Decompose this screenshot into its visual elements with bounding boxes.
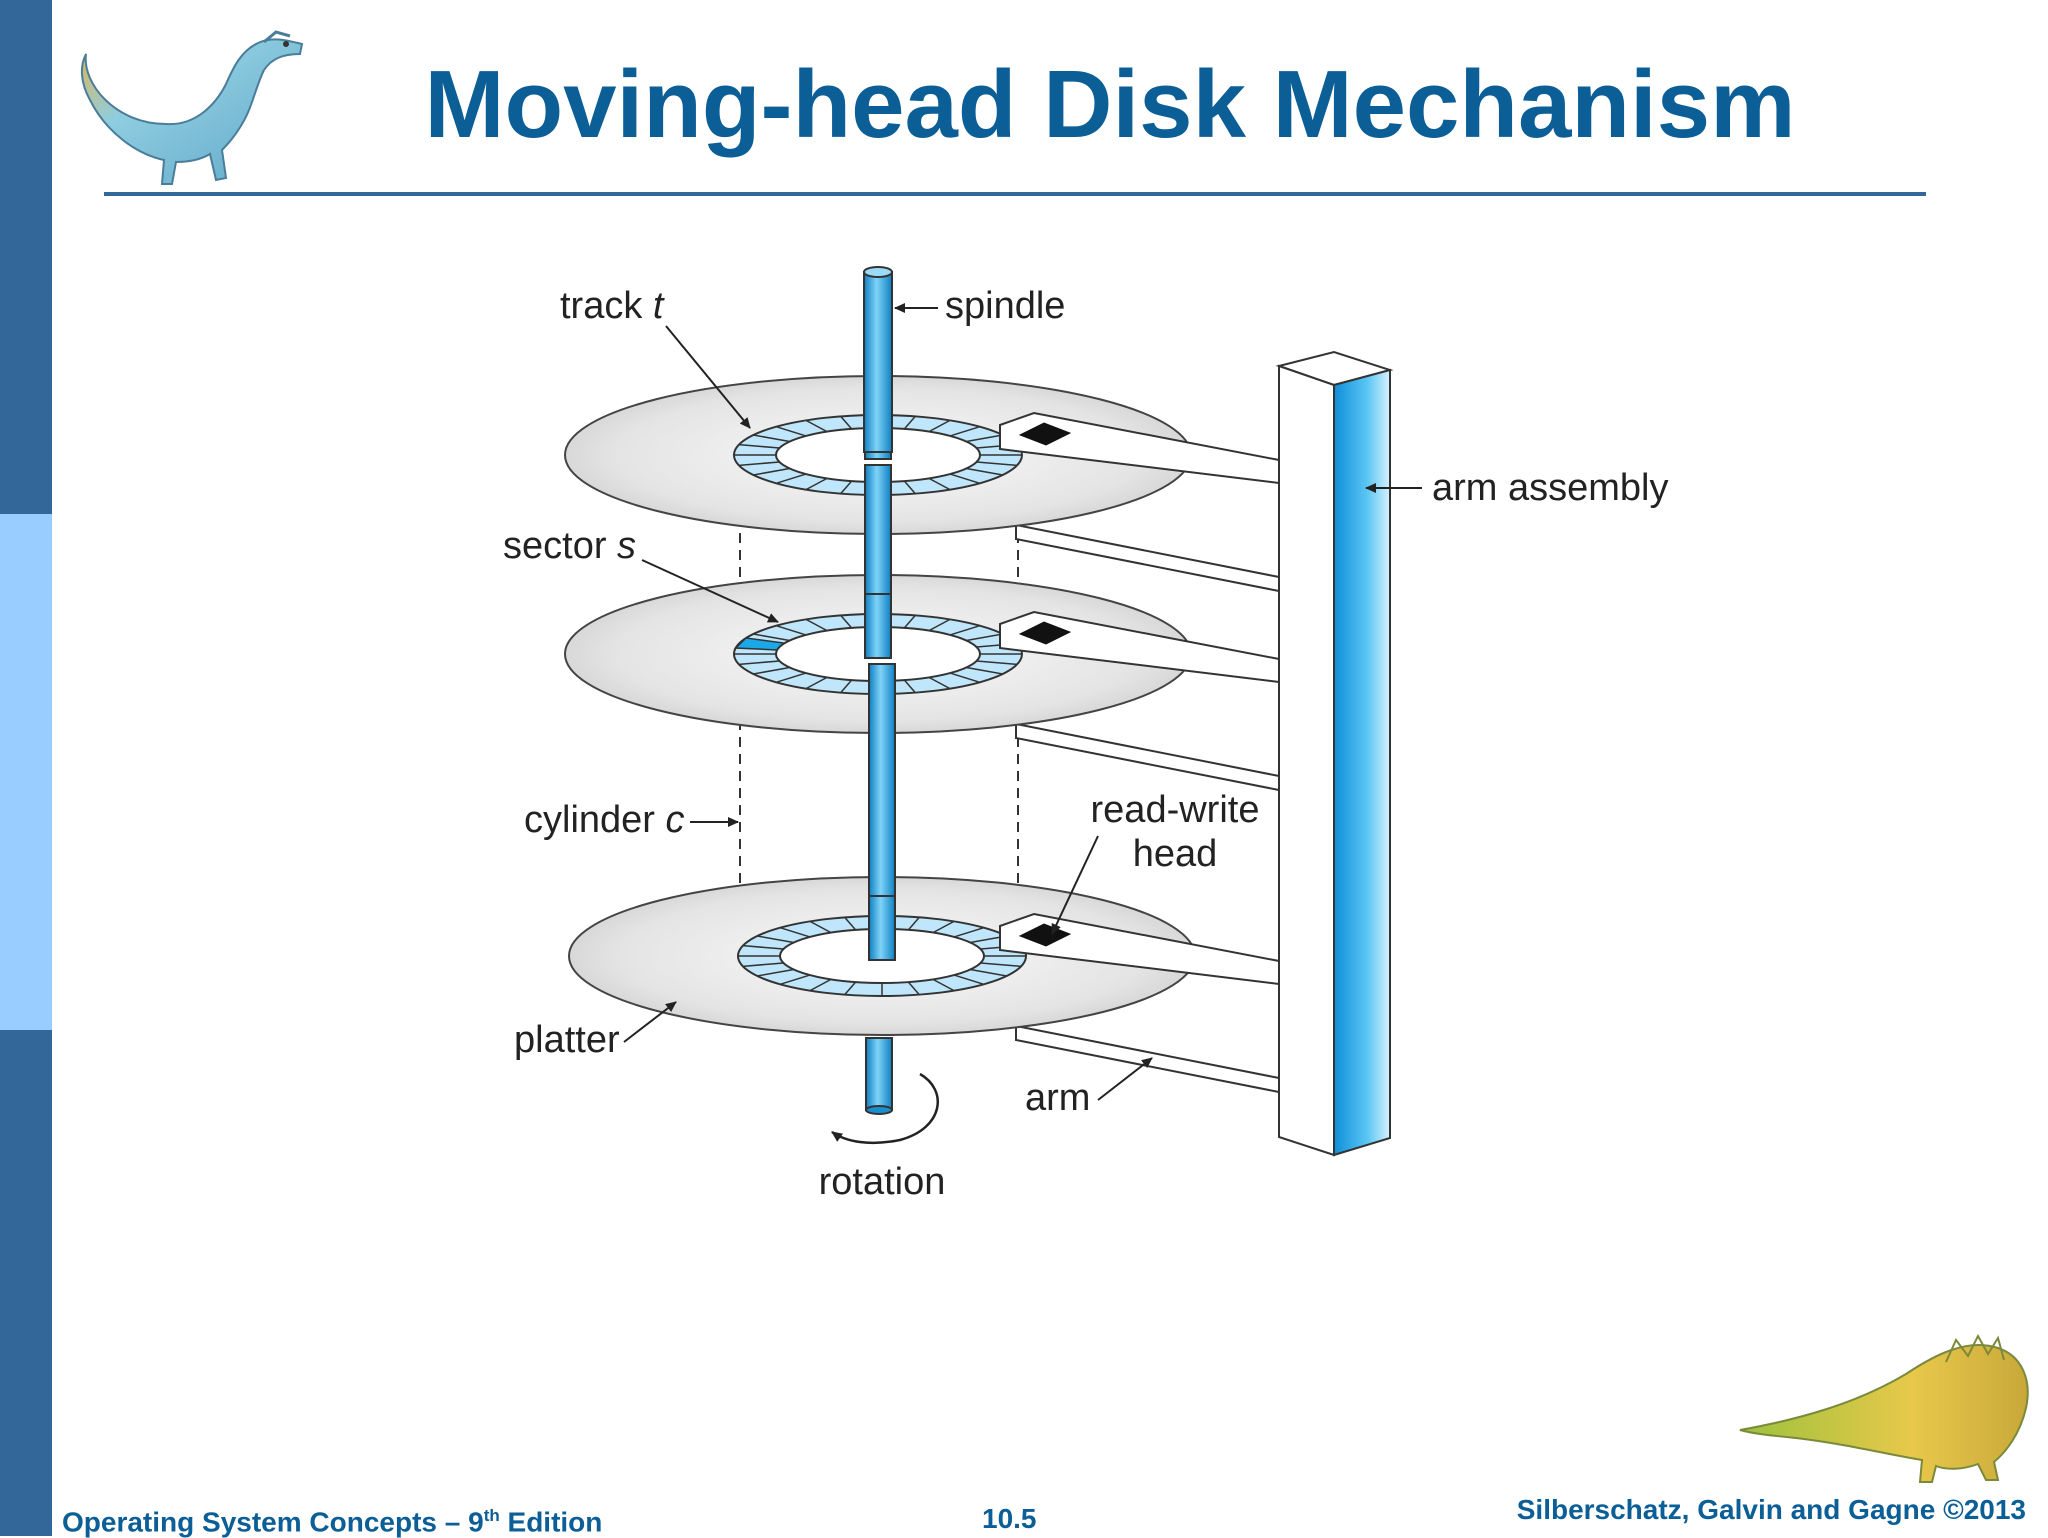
footer-book-title: Operating System Concepts – 9th Edition — [62, 1506, 603, 1538]
read-write-head-1 — [1018, 422, 1072, 446]
lower-arm-2 — [1015, 722, 1280, 792]
label-track: track t — [560, 285, 665, 327]
spindle-hub-3 — [868, 895, 896, 961]
left-bar-bottom-segment — [0, 1030, 52, 1536]
read-write-head-2 — [1018, 621, 1072, 645]
left-accent-bar — [0, 0, 52, 1536]
slide-title: Moving-head Disk Mechanism — [424, 51, 1796, 158]
dinosaur-bottom-icon — [1739, 1333, 2029, 1483]
left-bar-middle-segment — [0, 514, 52, 1030]
label-arm: arm — [1025, 1077, 1090, 1119]
rotation-arrow-icon — [831, 1072, 939, 1145]
platters-group — [564, 375, 1280, 1036]
label-spindle: spindle — [945, 285, 1065, 327]
label-platter: platter — [514, 1019, 620, 1061]
label-cylinder: cylinder c — [524, 799, 685, 841]
arm-assembly-column — [1275, 350, 1394, 1157]
platter-1 — [564, 375, 1280, 535]
label-arm-assembly: arm assembly — [1432, 467, 1669, 509]
platter-arrow-icon — [623, 1001, 677, 1043]
sector-arrow-icon — [641, 559, 779, 623]
arm-arrow-icon — [1097, 1057, 1153, 1101]
left-bar-top-segment — [0, 0, 52, 514]
label-sector: sector s — [503, 525, 636, 567]
platter-3 — [568, 663, 1280, 1036]
dinosaur-top-icon — [80, 30, 304, 185]
label-rw-head-line2: head — [1133, 833, 1218, 875]
platter-2 — [564, 464, 1280, 734]
lower-arm-1 — [1015, 523, 1280, 593]
spindle — [863, 266, 893, 1115]
title-divider — [104, 192, 1926, 196]
upper-arm-2 — [999, 610, 1280, 684]
label-rw-head-line1: read-write — [1091, 789, 1260, 831]
upper-arm-1 — [999, 411, 1280, 485]
footer-page-number: 10.5 — [982, 1503, 1037, 1534]
spindle-hub-2 — [864, 593, 892, 659]
label-rotation: rotation — [819, 1161, 946, 1203]
rw-head-arrow-icon — [1051, 835, 1099, 935]
track-arrow-icon — [665, 325, 751, 429]
footer-copyright: Silberschatz, Galvin and Gagne ©2013 — [1516, 1494, 2026, 1525]
